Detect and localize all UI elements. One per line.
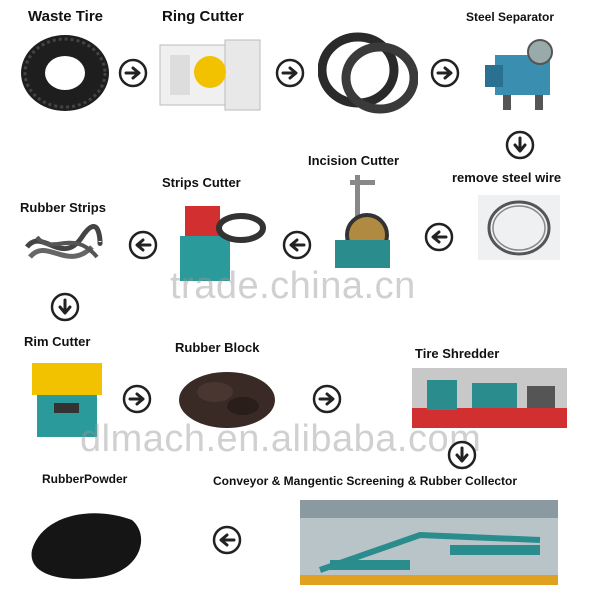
rim-cutter-image [32, 358, 107, 440]
incision-cutter-image [325, 175, 405, 270]
ring-cutter-image [155, 30, 270, 115]
label-conveyor: Conveyor & Mangentic Screening & Rubber … [213, 474, 518, 488]
arrow-right-icon [430, 58, 460, 88]
label-ring-cutter: Ring Cutter [162, 8, 244, 25]
label-rim-cutter: Rim Cutter [24, 334, 91, 349]
conveyor-image [300, 500, 558, 585]
rubber-strips-image [22, 222, 104, 272]
rubber-powder-image [22, 495, 150, 585]
steel-separator-image [475, 30, 565, 115]
arrow-left-icon [424, 222, 454, 252]
arrow-down-icon [447, 440, 477, 470]
arrow-right-icon [275, 58, 305, 88]
label-rubber-block: Rubber Block [175, 340, 260, 355]
watermark-dlmach: dlmach.en.alibaba.com [80, 418, 482, 460]
label-waste-tire: Waste Tire [28, 8, 104, 25]
arrow-left-icon [212, 525, 242, 555]
rubber-block-image [175, 362, 280, 432]
waste-tire-image [15, 30, 115, 115]
arrow-down-icon [50, 292, 80, 322]
label-remove-steel-wire: remove steel wire [452, 170, 562, 185]
steel-wire-image [478, 195, 560, 260]
arrow-right-icon [122, 384, 152, 414]
arrow-left-icon [128, 230, 158, 260]
label-steel-separator: Steel Separator [466, 10, 555, 24]
tire-rings-image [318, 30, 418, 115]
watermark-trade: trade.china.cn [170, 265, 416, 307]
label-strips-cutter: Strips Cutter [162, 175, 241, 190]
arrow-right-icon [312, 384, 342, 414]
strips-cutter-image [175, 198, 270, 283]
arrow-right-icon [118, 58, 148, 88]
label-rubber-powder: RubberPowder [42, 472, 128, 486]
label-rubber-strips: Rubber Strips [20, 200, 106, 215]
label-tire-shredder: Tire Shredder [415, 346, 500, 361]
arrow-down-icon [505, 130, 535, 160]
label-incision-cutter: Incision Cutter [308, 153, 400, 168]
tire-shredder-image [412, 368, 567, 428]
arrow-left-icon [282, 230, 312, 260]
